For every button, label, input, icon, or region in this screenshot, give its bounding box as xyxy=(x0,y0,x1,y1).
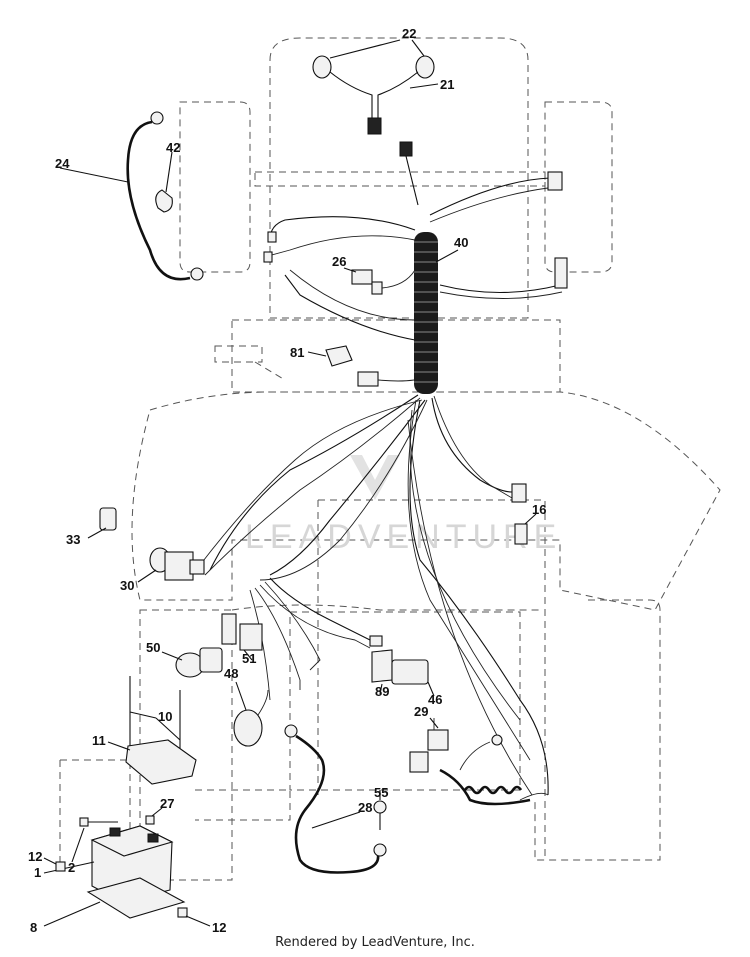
callout-28: 28 xyxy=(358,800,372,815)
callout-42: 42 xyxy=(166,140,180,155)
footer-credit: Rendered by LeadVenture, Inc. xyxy=(275,935,475,950)
part-51 xyxy=(221,613,263,661)
callout-26: 26 xyxy=(332,254,346,269)
callout-50: 50 xyxy=(146,640,160,655)
ignition-switch-30 xyxy=(137,547,205,583)
callout-51: 51 xyxy=(242,651,256,666)
callout-55: 55 xyxy=(374,785,388,800)
headlight-assembly xyxy=(312,39,439,135)
part-33 xyxy=(87,507,117,539)
nut-12b xyxy=(177,907,211,927)
callout-12-bottom: 12 xyxy=(212,920,226,935)
bolt-55 xyxy=(373,790,387,830)
cable-24 xyxy=(59,111,204,281)
callout-81: 81 xyxy=(290,345,304,360)
part-42 xyxy=(155,151,173,213)
callout-24: 24 xyxy=(55,156,70,171)
main-harness xyxy=(199,141,568,796)
callout-labels: 22 21 24 42 40 26 81 16 33 30 50 51 48 1… xyxy=(28,26,546,935)
callout-29: 29 xyxy=(414,704,428,719)
callout-2: 2 xyxy=(68,860,75,875)
callout-27: 27 xyxy=(160,796,174,811)
callout-10: 10 xyxy=(158,709,172,724)
callout-46: 46 xyxy=(428,692,442,707)
part-29 xyxy=(427,717,449,751)
callout-33: 33 xyxy=(66,532,80,547)
callout-22: 22 xyxy=(402,26,416,41)
battery-1 xyxy=(43,825,174,903)
callout-16: 16 xyxy=(532,502,546,517)
watermark-text: LEADVENTURE xyxy=(245,518,562,556)
callout-89: 89 xyxy=(375,684,389,699)
callout-30: 30 xyxy=(120,578,134,593)
watermark: LEADVENTURE xyxy=(245,455,562,556)
part-48 xyxy=(233,681,269,747)
nut-27 xyxy=(145,807,163,825)
coiled-cord xyxy=(409,734,549,806)
tray-8 xyxy=(43,877,186,927)
callout-12-top: 12 xyxy=(28,849,42,864)
bracket-11 xyxy=(107,739,197,785)
part-50 xyxy=(161,647,223,678)
callout-1: 1 xyxy=(34,865,41,880)
callout-8: 8 xyxy=(30,920,37,935)
callout-48: 48 xyxy=(224,666,238,681)
callout-21: 21 xyxy=(440,77,454,92)
callout-40: 40 xyxy=(454,235,468,250)
nut-12a xyxy=(43,857,66,872)
part-46 xyxy=(391,659,435,697)
cable-28 xyxy=(284,724,387,874)
bolt-2 xyxy=(71,817,118,863)
callout-11: 11 xyxy=(92,733,106,748)
